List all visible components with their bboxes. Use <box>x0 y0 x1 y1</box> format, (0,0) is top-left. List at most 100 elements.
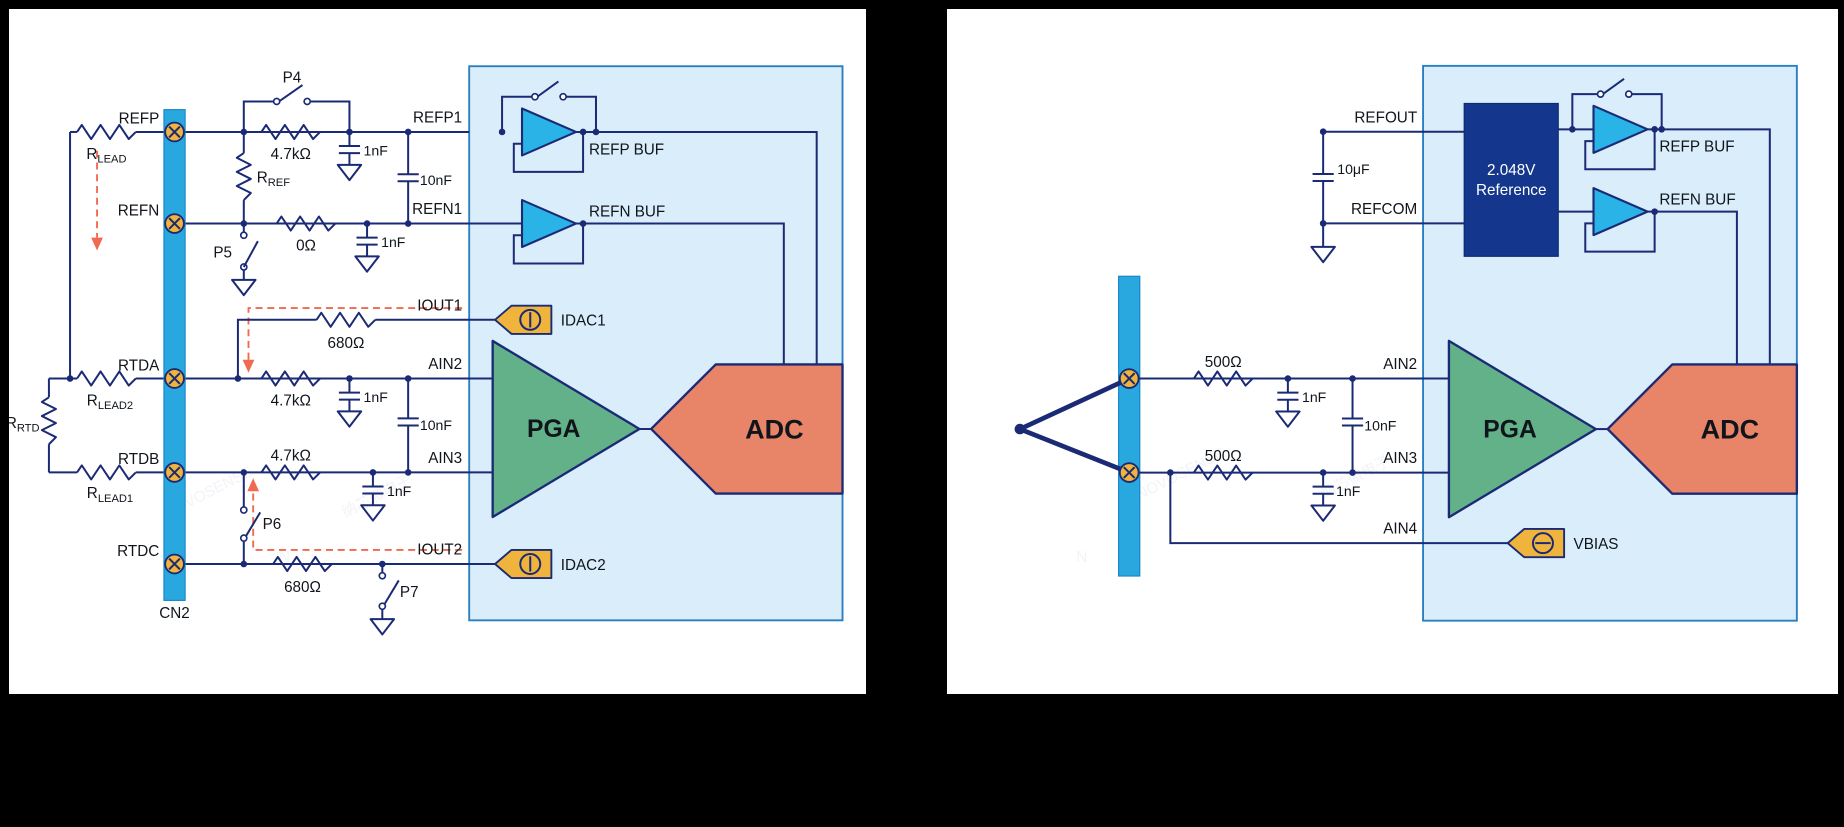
p4-label: P4 <box>283 70 302 87</box>
adc-label: ADC <box>745 414 804 444</box>
rlead-label: RLEAD <box>86 146 126 166</box>
ain4-net: AIN4 VBIAS <box>1169 472 1619 559</box>
c1nf-ain3-label: 1nF <box>387 483 412 499</box>
refn-buf-label: REFN BUF <box>589 203 665 220</box>
vref-block <box>1463 102 1559 257</box>
rlead-resistor <box>76 123 137 141</box>
refp-terminal-label: REFP <box>119 111 160 128</box>
r0-label: 0Ω <box>296 238 316 255</box>
idac2-label: IDAC2 <box>561 557 606 574</box>
ain3-net: 4.7kΩ P6 1nF AIN3 <box>185 448 493 564</box>
ground-symbol <box>1275 410 1301 428</box>
ain2-pin-label: AIN2 <box>428 356 462 373</box>
right-schematic: N NOVOSENSE 纳芯微电子 10μF REFOUT REFCOM 2.0… <box>1014 64 1799 622</box>
r680-iout1-resistor <box>315 311 376 328</box>
connector-bar <box>163 109 186 601</box>
svg-text:N: N <box>279 549 290 566</box>
refp-buf-feedback <box>1584 129 1656 171</box>
pga-label: PGA <box>1483 416 1537 443</box>
iout1-net: 680Ω IOUT1 IDAC1 <box>236 297 606 379</box>
ain3-pin-label: AIN3 <box>1383 450 1417 467</box>
ain2-net: 4.7kΩ 1nF 10nF AIN2 <box>185 356 493 473</box>
reference-buffers: REFP BUF REFN BUF <box>469 80 818 365</box>
left-panel: N NOVOSENSE 纳芯微电子 <box>9 9 866 694</box>
r47k-ain3-label: 4.7kΩ <box>271 448 311 465</box>
cn2-label: CN2 <box>159 605 190 622</box>
r500-ain2-label: 500Ω <box>1205 354 1242 371</box>
pga-adc: PGA ADC <box>1447 339 1799 519</box>
reference-buffers: REFP BUF REFN BUF <box>1558 77 1771 365</box>
r500-ain3-resistor <box>1193 464 1254 481</box>
rlead2-label: RLEAD2 <box>87 393 133 413</box>
vref-value-label: 2.048V <box>1487 162 1536 179</box>
adc-chip-region <box>468 65 844 622</box>
c10nf-ref-label: 10nF <box>420 172 452 188</box>
rtdc-terminal-label: RTDC <box>117 543 159 560</box>
terminal-rtdc <box>164 553 185 575</box>
p6-switch-blade <box>245 511 262 537</box>
ground-symbol <box>1310 504 1336 522</box>
refp1-pin-label: REFP1 <box>413 110 462 127</box>
r680-iout2-label: 680Ω <box>284 579 321 596</box>
refn1-pin-label: REFN1 <box>412 201 462 218</box>
r47k-ref-resistor <box>260 123 321 141</box>
pga-block <box>491 339 641 519</box>
p7-switch-blade <box>383 579 400 605</box>
adc-block <box>649 363 844 495</box>
pga-adc: PGA ADC <box>491 339 844 519</box>
refn-buffer <box>1592 187 1649 237</box>
ain4-pin-label: AIN4 <box>1383 521 1417 538</box>
pga-block <box>1447 339 1598 519</box>
pga-label: PGA <box>527 416 581 443</box>
refp-buf-feedback <box>512 131 585 173</box>
refp-buffer <box>1592 104 1649 154</box>
rref-label: RREF <box>257 169 290 189</box>
iout2-net: 680Ω P7 IOUT2 IDAC2 <box>185 542 606 636</box>
terminal-rtdb <box>164 462 185 483</box>
left-schematic: N NOVOSENSE 纳芯微电子 <box>9 65 844 636</box>
r0-resistor <box>275 215 337 232</box>
refn-buffer <box>520 199 578 249</box>
c1nf-refn-label: 1nF <box>381 234 406 250</box>
c1nf-refp-label: 1nF <box>364 142 389 158</box>
refn-net: P5 0Ω 1nF REFN1 <box>185 201 470 297</box>
rrtd-label: RRTD <box>9 415 40 435</box>
external-rtd-network: RLEAD RLEAD2 RLEAD1 RRTD <box>9 123 164 505</box>
ain3-net: 500Ω 1nF AIN3 <box>1138 448 1449 522</box>
dashed-arrow-refn <box>91 237 103 251</box>
ground-symbol <box>1310 245 1336 264</box>
terminal-refp <box>164 121 185 143</box>
thermocouple-lead-positive <box>1017 376 1132 432</box>
ain2-net: 500Ω 1nF 10nF AIN2 <box>1138 354 1449 473</box>
vref-name-label: Reference <box>1476 182 1546 199</box>
ain2-pin-label: AIN2 <box>1383 356 1417 373</box>
rrtd-resistor <box>40 396 57 445</box>
iout2-pin-label: IOUT2 <box>417 542 462 559</box>
rtdb-terminal-label: RTDB <box>118 451 159 468</box>
rlead2-resistor <box>76 370 137 387</box>
r500-ain2-resistor <box>1193 370 1254 387</box>
p4-switch-blade <box>278 84 304 103</box>
excitation-current-paths <box>91 150 463 551</box>
iout1-pin-label: IOUT1 <box>417 297 462 314</box>
adc-block <box>1606 363 1799 495</box>
reference-section: 10μF REFOUT REFCOM 2.048V Reference <box>1310 102 1559 264</box>
terminal-positive <box>1118 368 1140 389</box>
dashed-arrow-idac1 <box>242 359 255 373</box>
ground-symbol <box>231 278 257 297</box>
r680-iout1-label: 680Ω <box>328 335 365 352</box>
refn-buf-feedback <box>512 223 585 265</box>
dashed-arrow-idac2 <box>247 478 260 492</box>
c1nf-ain2-label: 1nF <box>364 389 389 405</box>
refn-buf-feedback <box>1584 211 1656 253</box>
r47k-ain2-label: 4.7kΩ <box>271 393 311 410</box>
p5-label: P5 <box>213 245 232 262</box>
dashed-path-idac1 <box>247 307 463 360</box>
connector-bar <box>1118 275 1141 577</box>
ground-symbol <box>369 618 396 636</box>
refn-terminal-label: REFN <box>118 202 160 219</box>
c10uf-label: 10μF <box>1337 161 1370 177</box>
svg-text:N: N <box>1076 549 1087 566</box>
adc-label: ADC <box>1701 414 1760 444</box>
